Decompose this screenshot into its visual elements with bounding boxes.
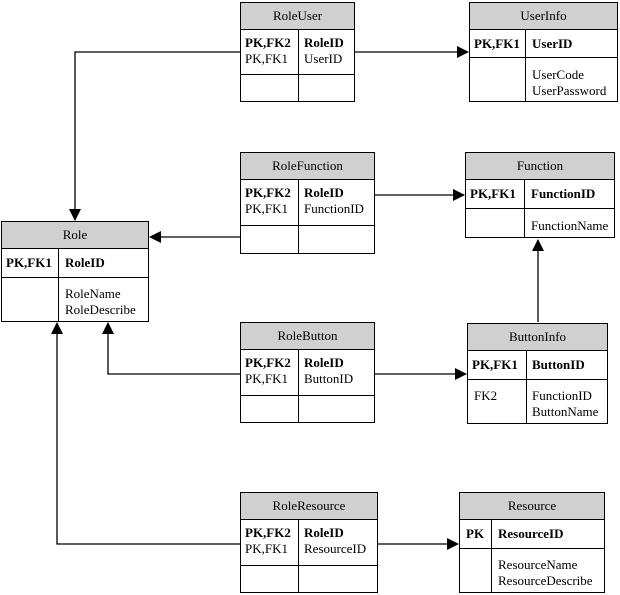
column-divider [298, 30, 299, 101]
column-divider [525, 30, 526, 101]
key-section [466, 180, 614, 209]
key-code: PK,FK1 [474, 36, 520, 51]
key-code: PK,FK2 [245, 355, 291, 370]
column-divider [298, 520, 299, 592]
key-section [460, 520, 604, 549]
key-code: PK,FK1 [470, 186, 516, 201]
key-field: UserID [304, 51, 343, 66]
column-divider [298, 350, 299, 422]
key-code: PK,FK1 [472, 357, 518, 372]
attribute: FunctionID [532, 388, 592, 403]
entity-buttoninfo: ButtonInfo PK,FK1 ButtonID FK2 FunctionI… [467, 323, 608, 424]
key-code: PK,FK2 [245, 35, 291, 50]
key-field: RoleID [304, 35, 344, 50]
key-code: PK,FK2 [245, 185, 291, 200]
attribute: UserCode [532, 67, 584, 82]
attribute: RoleName [65, 286, 121, 301]
attribute-code: FK2 [474, 388, 498, 403]
entity-title: RoleResource [241, 493, 377, 520]
entity-title: Resource [460, 493, 604, 520]
key-field: RoleID [65, 255, 105, 270]
entity-title: Function [466, 153, 614, 180]
entity-title: Role [2, 222, 148, 249]
attribute: ResourceName [498, 557, 578, 572]
entity-title: RoleUser [241, 3, 354, 30]
rel-roleuser-role [69, 51, 240, 221]
entity-roleuser: RoleUser PK,FK2 PK,FK1 RoleID UserID [240, 2, 355, 102]
column-divider [491, 520, 492, 592]
entity-rolebutton: RoleButton PK,FK2 PK,FK1 RoleID ButtonID [240, 322, 375, 423]
entity-role: Role PK,FK1 RoleID RoleName RoleDescribe [1, 221, 149, 322]
column-divider [58, 249, 59, 321]
column-divider [526, 351, 527, 423]
key-section [241, 180, 374, 226]
key-field: ResourceID [498, 526, 564, 541]
entity-function: Function PK,FK1 FunctionID FunctionName [465, 152, 615, 238]
entity-userinfo: UserInfo PK,FK1 UserID UserCode UserPass… [469, 2, 618, 102]
entity-title: ButtonInfo [468, 324, 607, 351]
rel-roleresource-role [51, 322, 240, 545]
attribute: ButtonName [532, 404, 599, 419]
column-divider [524, 180, 525, 237]
key-field: FunctionID [531, 186, 596, 201]
attribute: RoleDescribe [65, 302, 136, 317]
key-code: PK,FK1 [245, 541, 288, 556]
key-field: ResourceID [304, 541, 367, 556]
entity-title: RoleButton [241, 323, 374, 350]
key-field: RoleID [304, 525, 344, 540]
entity-roleresource: RoleResource PK,FK2 PK,FK1 RoleID Resour… [240, 492, 378, 593]
key-section [241, 520, 377, 566]
attribute: UserPassword [532, 83, 607, 98]
key-field: RoleID [304, 185, 344, 200]
key-section [241, 350, 374, 396]
key-code: PK [466, 526, 485, 541]
key-section [2, 249, 148, 278]
key-code: PK,FK1 [245, 201, 288, 216]
key-code: PK,FK2 [245, 525, 291, 540]
key-code: PK,FK1 [245, 51, 288, 66]
key-section [468, 351, 607, 380]
key-field: UserID [532, 36, 573, 51]
attribute: ResourceDescribe [498, 573, 593, 588]
column-divider [298, 180, 299, 253]
rel-rolebutton-role [102, 322, 240, 375]
key-field: RoleID [304, 355, 344, 370]
key-field: ButtonID [304, 371, 354, 386]
entity-title: RoleFunction [241, 153, 374, 180]
key-section [241, 30, 354, 75]
key-field: ButtonID [532, 357, 585, 372]
entity-resource: Resource PK ResourceID ResourceName Reso… [459, 492, 605, 593]
attribute: FunctionName [531, 218, 609, 233]
entity-rolefunction: RoleFunction PK,FK2 PK,FK1 RoleID Functi… [240, 152, 375, 254]
key-code: PK,FK1 [6, 255, 52, 270]
entity-title: UserInfo [470, 3, 617, 30]
key-field: FunctionID [304, 201, 364, 216]
key-code: PK,FK1 [245, 371, 288, 386]
key-section [470, 30, 617, 58]
